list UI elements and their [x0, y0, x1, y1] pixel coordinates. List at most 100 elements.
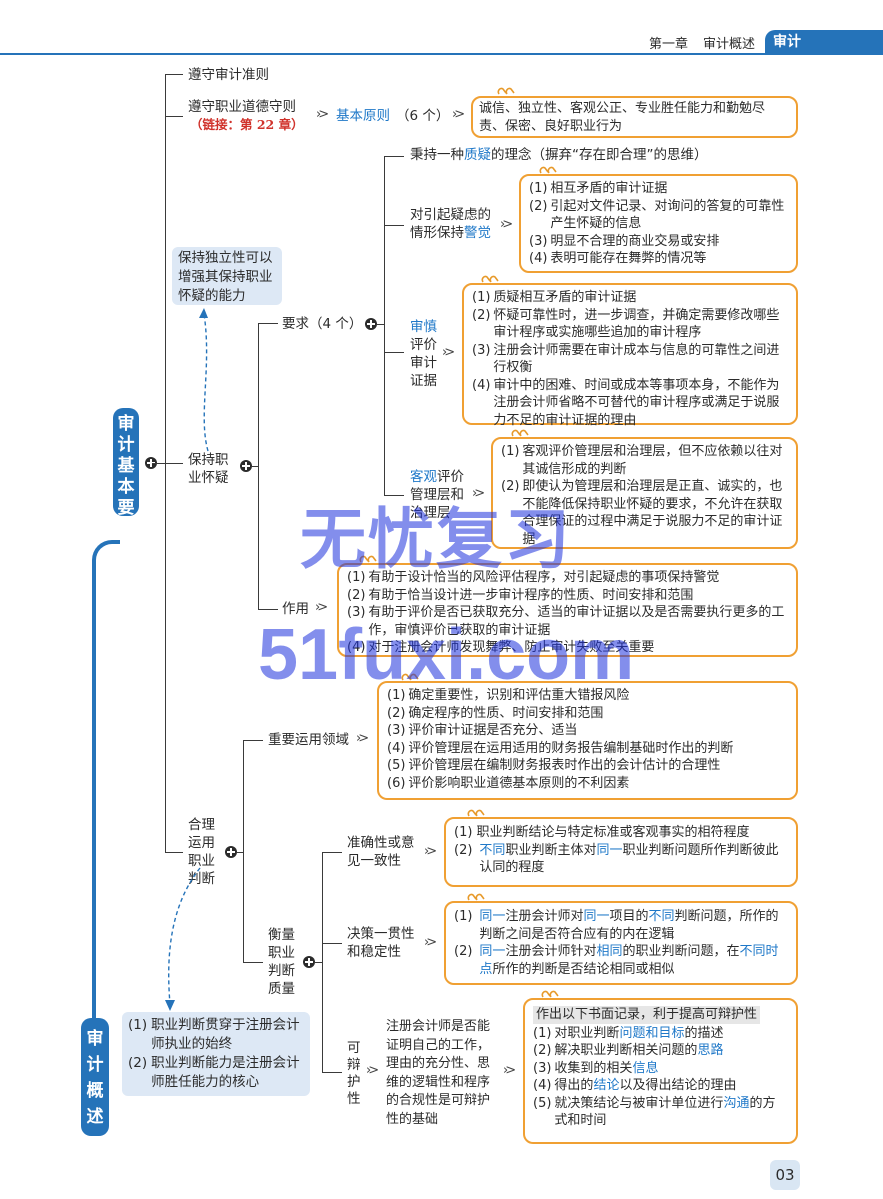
- arrow-icon: ›>: [366, 1063, 379, 1078]
- side-tab-basic: 审计基本要求: [113, 408, 139, 539]
- node-ethics-code: 遵守职业道德守则: [188, 99, 296, 115]
- arrow-icon: ›>: [424, 844, 437, 859]
- list-item: (3)注册会计师需要在审计成本与信息的可靠性之间进行权衡: [472, 342, 780, 376]
- branch-n1: [165, 74, 183, 75]
- list-item: (4)审计中的困难、时间或成本等事项本身，不能作为注册会计师省略不可替代的审计程…: [472, 377, 780, 428]
- arrow-icon: ›>: [472, 486, 485, 501]
- node-principle-count: （6 个）: [396, 108, 450, 124]
- list-item: (3)有助于评价是否已获取充分、适当的审计证据以及是否需要执行更多的工作，审慎评…: [347, 605, 785, 638]
- chapter-label: 第一章: [649, 37, 689, 52]
- list-item: (1)确定重要性，识别和评估重大错报风险: [387, 688, 630, 703]
- list-item: (2)怀疑可靠性时，进一步调查，并确定需要修改哪些审计程序或实施哪些追加的审计程…: [472, 307, 780, 341]
- effect-box: (1)有助于设计恰当的风险评估程序，对引起疑虑的事项保持警觉 (2)有助于恰当设…: [337, 563, 798, 657]
- principles-text: 诚信、独立性、客观公正、专业胜任能力和勤勉尽责、保密、良好职业行为: [479, 101, 766, 134]
- consistency-box: (1) 同一注册会计师对同一项目的不同判断问题，所作的判断之间是否符合应有的内在…: [444, 901, 798, 985]
- clip-icon: [467, 809, 485, 817]
- node-judgment-quality-label: 衡量职业判断质量: [268, 927, 295, 997]
- section-label: 审计概述: [703, 37, 756, 52]
- clip-icon: [401, 673, 419, 681]
- node-requirements: 要求（4 个）: [282, 316, 363, 332]
- list-item: (6)评价影响职业道德基本原则的不利因素: [387, 775, 630, 791]
- watermark-title: 无忧复习: [300, 501, 572, 578]
- r1-prefix: 秉持一种: [410, 147, 464, 163]
- header-bar: 第一章 审计概述 审计: [0, 30, 883, 55]
- list-item: (4)表明可能存在舞弊的情况等: [529, 251, 707, 266]
- expand-requirements-icon[interactable]: [365, 318, 377, 330]
- quality-connector: [315, 962, 322, 963]
- list-item: (2)解决职业判断相关问题的思路: [533, 1043, 724, 1058]
- node-alert: 对引起疑虑的情形保持警觉: [410, 206, 500, 242]
- node-defensibility-label: 可辩护性: [347, 1040, 361, 1107]
- accuracy-box: (1) 职业判断结论与特定标准或客观事实的相符程度 (2) 不同职业判断主体对同…: [444, 817, 798, 887]
- header-rule: [0, 53, 883, 55]
- prudent-box: (1)质疑相互矛盾的审计证据 (2)怀疑可靠性时，进一步调查，并确定需要修改哪些…: [462, 283, 798, 428]
- consistency-item-1: (1) 同一注册会计师对同一项目的不同判断问题，所作的判断之间是否符合应有的内在…: [454, 909, 779, 942]
- side-tab-overview: 审计概述: [81, 1018, 109, 1136]
- branch-defend: [322, 1072, 342, 1073]
- branch-skeptic: [152, 463, 183, 464]
- list-item: (2)确定程序的性质、时间安排和范围: [387, 705, 604, 721]
- clip-icon: [541, 990, 559, 998]
- node-professional-judgment-label: 合理运用职业判断: [188, 817, 215, 887]
- branch-effect: [258, 609, 278, 610]
- branch-r3: [384, 352, 404, 353]
- list-item: (1)职业判断贯穿于注册会计师执业的始终: [128, 1017, 300, 1052]
- header-badge: 审计: [765, 30, 883, 54]
- list-item: (1)对职业判断问题和目标的描述: [533, 1025, 724, 1041]
- arrow-icon: ›>: [315, 600, 328, 615]
- judge-branch-line: [243, 740, 244, 962]
- r1-suffix: 的理念（摒弃“存在即合理”的思维）: [491, 147, 708, 163]
- quality-branch-line: [322, 852, 323, 1072]
- node-accuracy: 准确性或意见一致性: [347, 834, 423, 870]
- defensibility-description: 注册会计师是否能证明自己的工作，理由的充分性、思维的逻辑性和程序的合规性是可辩护…: [386, 1019, 491, 1127]
- r2-prefix: 对引起疑虑的情形保持: [410, 207, 491, 241]
- r1-keyword: 质疑: [464, 147, 491, 163]
- expand-skepticism-icon[interactable]: [240, 460, 252, 472]
- node-consistency: 决策一贯性和稳定性: [347, 925, 423, 961]
- branch-accuracy: [322, 852, 342, 853]
- node-accuracy-label: 准确性或意见一致性: [347, 835, 415, 869]
- list-item: (1)客观评价管理层和治理层，但不应依赖以往对其诚信形成的判断: [501, 444, 783, 477]
- node-consistency-label: 决策一贯性和稳定性: [347, 926, 415, 960]
- expand-judgment-icon[interactable]: [225, 846, 237, 858]
- independence-note: 保持独立性可以增强其保持职业怀疑的能力: [172, 247, 282, 305]
- clip-icon: [511, 429, 529, 437]
- judge-connector: [237, 852, 243, 853]
- list-item: (3)评价审计证据是否充分、适当: [387, 723, 578, 738]
- expand-basic-icon[interactable]: [145, 457, 157, 469]
- expand-quality-icon[interactable]: [303, 956, 315, 968]
- page-number-badge: 03: [770, 1160, 800, 1190]
- list-item: (2)有助于恰当设计进一步审计程序的性质、时间安排和范围: [347, 587, 694, 603]
- skeptic-to-branch: [252, 466, 258, 467]
- list-item: (1)相互矛盾的审计证据: [529, 181, 668, 196]
- defensibility-box: 作出以下书面记录，利于提高可辩护性 (1)对职业判断问题和目标的描述 (2)解决…: [523, 998, 798, 1144]
- list-item: (1)有助于设计恰当的风险评估程序，对引起疑虑的事项保持警觉: [347, 570, 720, 585]
- branch-r1: [384, 156, 404, 157]
- req-connector: [377, 324, 384, 325]
- list-item: (3)收集到的相关信息: [533, 1060, 659, 1076]
- req-branch-line: [384, 156, 385, 495]
- independence-note-text: 保持独立性可以增强其保持职业怀疑的能力: [178, 250, 273, 304]
- r4-keyword: 客观: [410, 469, 437, 485]
- skeptic-branch-line: [258, 323, 259, 609]
- alert-box: (1)相互矛盾的审计证据 (2)引起对文件记录、对询问的答复的可靠性产生怀疑的信…: [519, 174, 798, 273]
- clip-icon: [539, 166, 557, 174]
- node-professional-skepticism-label: 保持职业怀疑: [188, 452, 229, 486]
- link-chapter-22[interactable]: （链接：第 22 章）: [190, 117, 304, 132]
- arrow-icon: ›>: [503, 1063, 516, 1078]
- node-key-areas: 重要运用领域: [268, 732, 349, 748]
- arrow-icon: ›>: [424, 935, 437, 950]
- judgment-note: (1)职业判断贯穿于注册会计师执业的始终 (2)职业判断能力是注册会计师胜任能力…: [122, 1012, 310, 1096]
- defensibility-title: 作出以下书面记录，利于提高可辩护性: [533, 1006, 761, 1024]
- list-item: (5)评价管理层在编制财务报表时作出的会计估计的合理性: [387, 758, 721, 773]
- node-question-mindset: 秉持一种质疑的理念（摒弃“存在即合理”的思维）: [410, 146, 708, 164]
- branch-quality: [243, 962, 263, 963]
- list-item: (2)职业判断能力是注册会计师胜任能力的核心: [128, 1055, 300, 1090]
- clip-icon: [481, 275, 499, 283]
- r3-keyword: 审慎: [410, 319, 437, 335]
- list-item: (4)对于注册会计师发现舞弊、防止审计失败至关重要: [347, 640, 655, 655]
- side-tab-overview-label: 审计概述: [86, 1029, 104, 1127]
- arrow-icon: ›>: [316, 107, 329, 122]
- node-audit-standards: 遵守审计准则: [188, 67, 269, 83]
- arrow-icon: ›>: [356, 731, 369, 746]
